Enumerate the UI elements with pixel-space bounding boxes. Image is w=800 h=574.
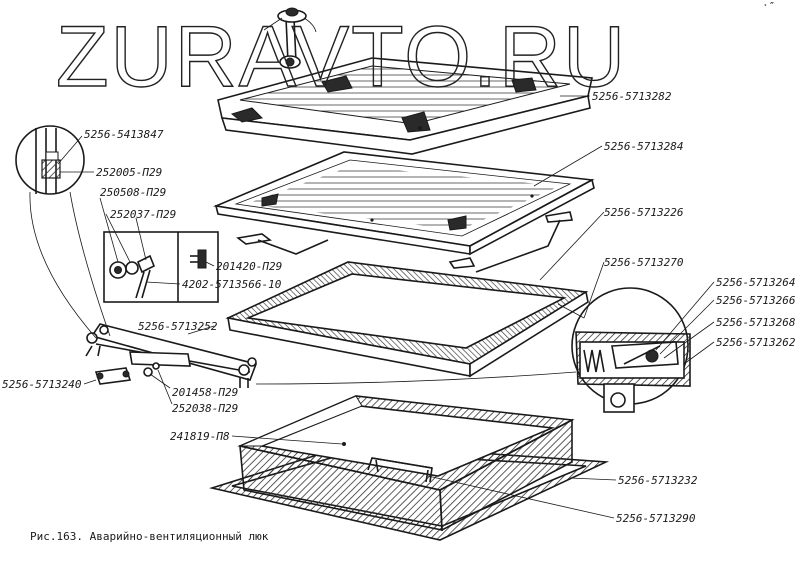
callout-label: 4202-5713566-10 [182, 278, 282, 291]
callout-label: 252037-П29 [110, 208, 176, 221]
detail-inset [103, 231, 219, 303]
callout-label: 250508-П29 [100, 186, 166, 199]
top-cover [217, 57, 593, 155]
callout-label: 5256-5713240 [2, 378, 82, 391]
hinge-arms [236, 211, 574, 273]
callout-label: 241819-П8 [170, 430, 230, 443]
watermark-text: ZURAVTO.RU [56, 9, 627, 105]
callout-label: 5256-5713262 [716, 336, 796, 349]
leader-lines [57, 95, 715, 519]
latch-handle [263, 7, 317, 69]
figure-caption: Рис.163. Аварийно-вентиляционный люк [30, 530, 269, 543]
callout-label: 252038-П29 [172, 402, 238, 415]
linkage-assembly [85, 323, 258, 388]
callout-label: 5256-5713266 [716, 294, 796, 307]
seal-ring [225, 261, 589, 378]
callout-label: 5256-5413847 [84, 128, 164, 141]
callout-label: 201458-П29 [172, 386, 238, 399]
callout-label: 5256-5713282 [592, 90, 672, 103]
callout-label: 5256-5713290 [616, 512, 696, 525]
callout-label: 5256-5713226 [604, 206, 684, 219]
corner-mark: ˑ″ [762, 0, 775, 13]
bracket-lower [94, 362, 160, 385]
detail-circle-right [557, 287, 691, 413]
cover-frame [213, 151, 595, 256]
detail-circle-left [15, 125, 111, 339]
callout-label: 5256-5713270 [604, 256, 684, 269]
callout-label: 5256-5713232 [618, 474, 698, 487]
callout-label: 252005-П29 [96, 166, 162, 179]
callout-label: 5256-5713264 [716, 276, 795, 289]
callout-label: 5256-5713284 [604, 140, 683, 153]
callout-label: 5256-5713252 [138, 320, 218, 333]
callout-label: 5256-5713268 [716, 316, 796, 329]
base-tray [208, 395, 610, 541]
callout-label: 201420-П29 [216, 260, 282, 273]
